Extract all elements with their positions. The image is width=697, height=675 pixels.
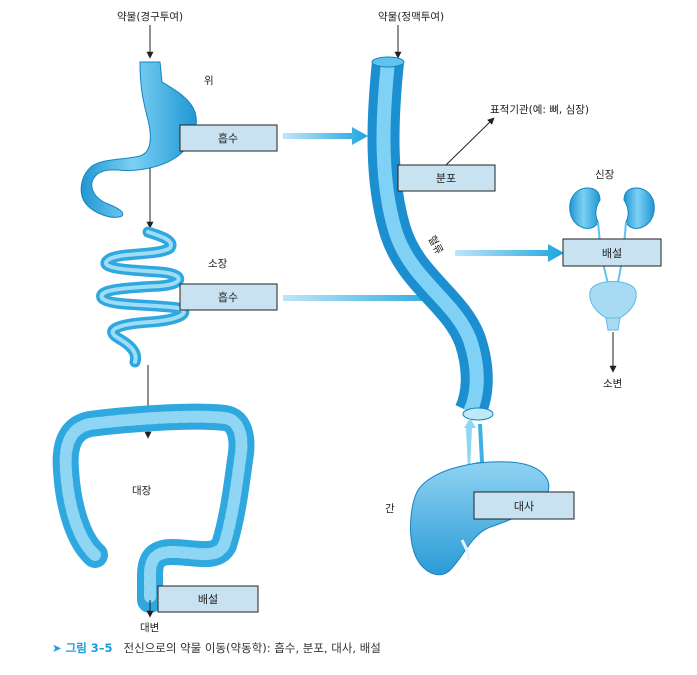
arrow-blood-to-kidney: [455, 244, 564, 262]
box-excretion-kidney-text: 배설: [602, 247, 622, 260]
box-absorption-intestine-text: 흡수: [218, 290, 238, 304]
label-oral-drug: 약물(경구투여): [117, 10, 183, 23]
stomach: [81, 62, 196, 217]
label-kidney: 신장: [595, 169, 615, 181]
label-target-organ: 표적기관(예: 뼈, 심장): [490, 103, 589, 116]
arrow-absorb-stomach-to-blood: [283, 127, 368, 145]
large-intestine: [66, 417, 242, 600]
bladder: [590, 282, 636, 331]
label-stomach: 위: [204, 74, 214, 87]
figure-caption-text: 전신으로의 약물 이동(약동학): 흡수, 분포, 대사, 배설: [124, 641, 381, 655]
box-metabolism-text: 대사: [514, 500, 534, 513]
small-intestine: [102, 232, 184, 362]
figure-caption: ➤ 그림 3–5 전신으로의 약물 이동(약동학): 흡수, 분포, 대사, 배…: [52, 640, 381, 656]
label-small-intestine: 소장: [208, 258, 228, 270]
box-distribution-text: 분포: [436, 172, 456, 185]
label-blood: 혈류: [425, 233, 446, 256]
box-excretion-colon-text: 배설: [198, 593, 218, 606]
arrow-to-target-organ: [446, 118, 494, 165]
box-absorption-stomach-text: 흡수: [218, 131, 238, 145]
label-large-intestine: 대장: [132, 485, 152, 497]
label-feces: 대변: [140, 622, 159, 634]
label-liver: 간: [385, 503, 395, 515]
figure-number: ➤ 그림 3–5: [52, 641, 113, 655]
label-urine: 소변: [603, 378, 622, 390]
label-iv-drug: 약물(정맥투여): [378, 11, 444, 23]
